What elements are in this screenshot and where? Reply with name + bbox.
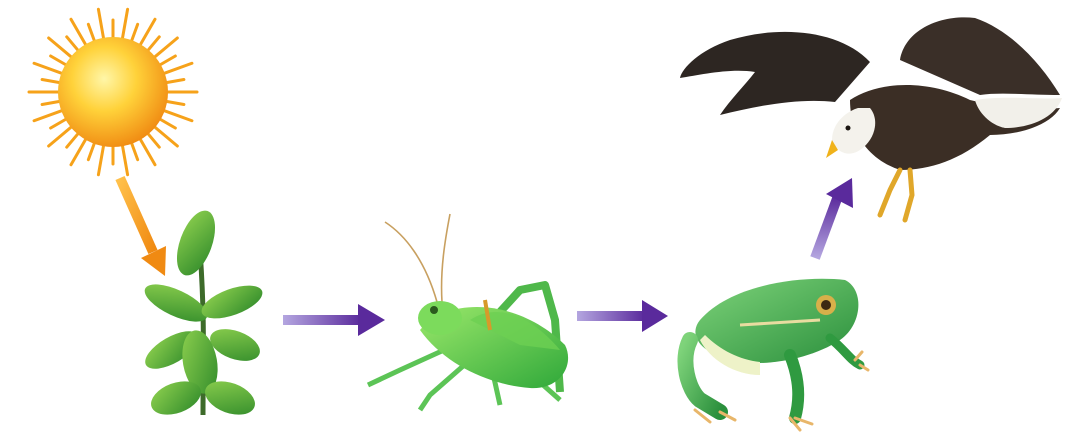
sun-ray <box>122 143 128 175</box>
arrow-sun-to-plant <box>120 178 166 276</box>
sun-ray <box>98 143 104 175</box>
sun-ray <box>164 101 184 104</box>
arrow-frog-to-eagle <box>815 178 853 258</box>
sun-ray <box>34 63 64 74</box>
eagle-icon <box>680 17 1062 220</box>
sun-ray <box>162 63 192 74</box>
sun-ray <box>164 79 184 82</box>
sun-ray <box>34 110 64 121</box>
sun-ray <box>98 9 104 41</box>
plant-icon <box>140 206 267 421</box>
sun-icon <box>29 9 197 174</box>
arrow-grasshopper-to-frog <box>577 300 668 332</box>
grasshopper-icon <box>368 214 568 410</box>
frog-icon <box>685 279 868 430</box>
arrow-plant-to-grasshopper <box>283 304 385 336</box>
sun-ray <box>158 118 175 128</box>
sun-ray <box>158 56 175 66</box>
sun-ray <box>122 9 128 41</box>
sun-ray <box>162 110 192 121</box>
